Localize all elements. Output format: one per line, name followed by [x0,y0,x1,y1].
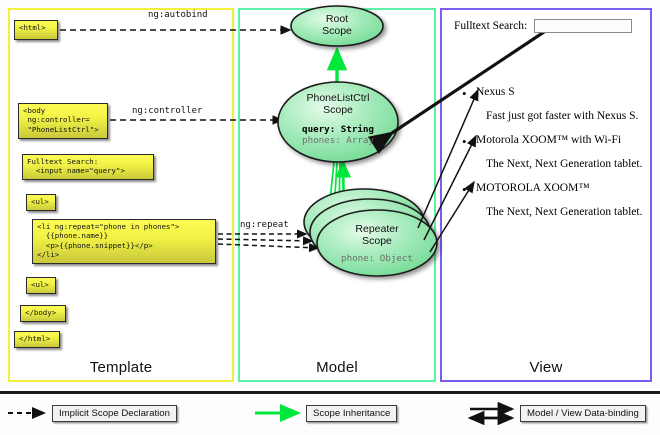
root-scope-label: Root Scope [322,13,352,37]
repeater-scope-prop-phone: phone: Object [317,253,437,264]
prop-query-text: query: String [302,124,374,135]
legend-separator [0,391,660,394]
prop-phone-text: phone: Object [341,253,413,264]
list-bullet: • [462,134,467,149]
prop-phones-text: phones: Array [302,135,374,146]
view-search-label: Fulltext Search: [454,20,528,32]
phonelistctrl-scope-label: PhoneListCtrl Scope [306,92,370,116]
phone-snippet: Fast just got faster with Nexus S. [486,110,639,122]
phonelistctrl-scope-prop-query: query: String [278,124,398,135]
connector-label-autobind: ng:autobind [148,10,208,20]
li-repeat-box: <li ng:repeat="phone in phones"> {{phone… [32,219,216,264]
body-tag-box: <body ng:controller= "PhoneListCtrl"> [18,103,108,139]
connector-label-controller: ng:controller [132,106,203,116]
phone-snippet: The Next, Next Generation tablet. [486,158,643,170]
list-bullet: • [462,182,467,197]
legend-item-scope-inheritance: Scope Inheritance [306,405,398,422]
legend-item-implicit-scope-declaration: Implicit Scope Declaration [52,405,177,422]
html-tag-box: <html> [14,20,58,40]
phone-name: Nexus S [476,86,515,98]
phonelistctrl-scope-prop-phones: phones: Array [278,135,398,146]
column-label-model: Model [316,359,358,376]
legend-item-model-view-data-binding: Model / View Data-binding [520,405,646,422]
html-close-box: </html> [14,331,60,348]
view-rendered-output: Fulltext Search: • Nexus S Fast just got… [448,14,644,374]
phone-name: Motorola XOOM™ with Wi-Fi [476,134,622,146]
view-search-input[interactable] [534,19,632,33]
body-close-box: </body> [20,305,66,322]
phone-snippet: The Next, Next Generation tablet. [486,206,643,218]
ul-close-box: <ul> [26,277,56,294]
ul-open-box: <ul> [26,194,56,211]
column-model: Model [238,8,436,382]
legend-glyphs [8,401,515,426]
repeater-scope-label: Repeater Scope [355,223,399,247]
column-label-view: View [529,359,563,376]
column-label-template: Template [89,359,153,376]
connector-label-repeat: ng:repeat [240,220,289,230]
list-bullet: • [462,86,467,101]
phone-name: MOTOROLA XOOM™ [476,182,590,194]
search-tag-box: Fulltext Search: <input name="query"> [22,154,154,180]
